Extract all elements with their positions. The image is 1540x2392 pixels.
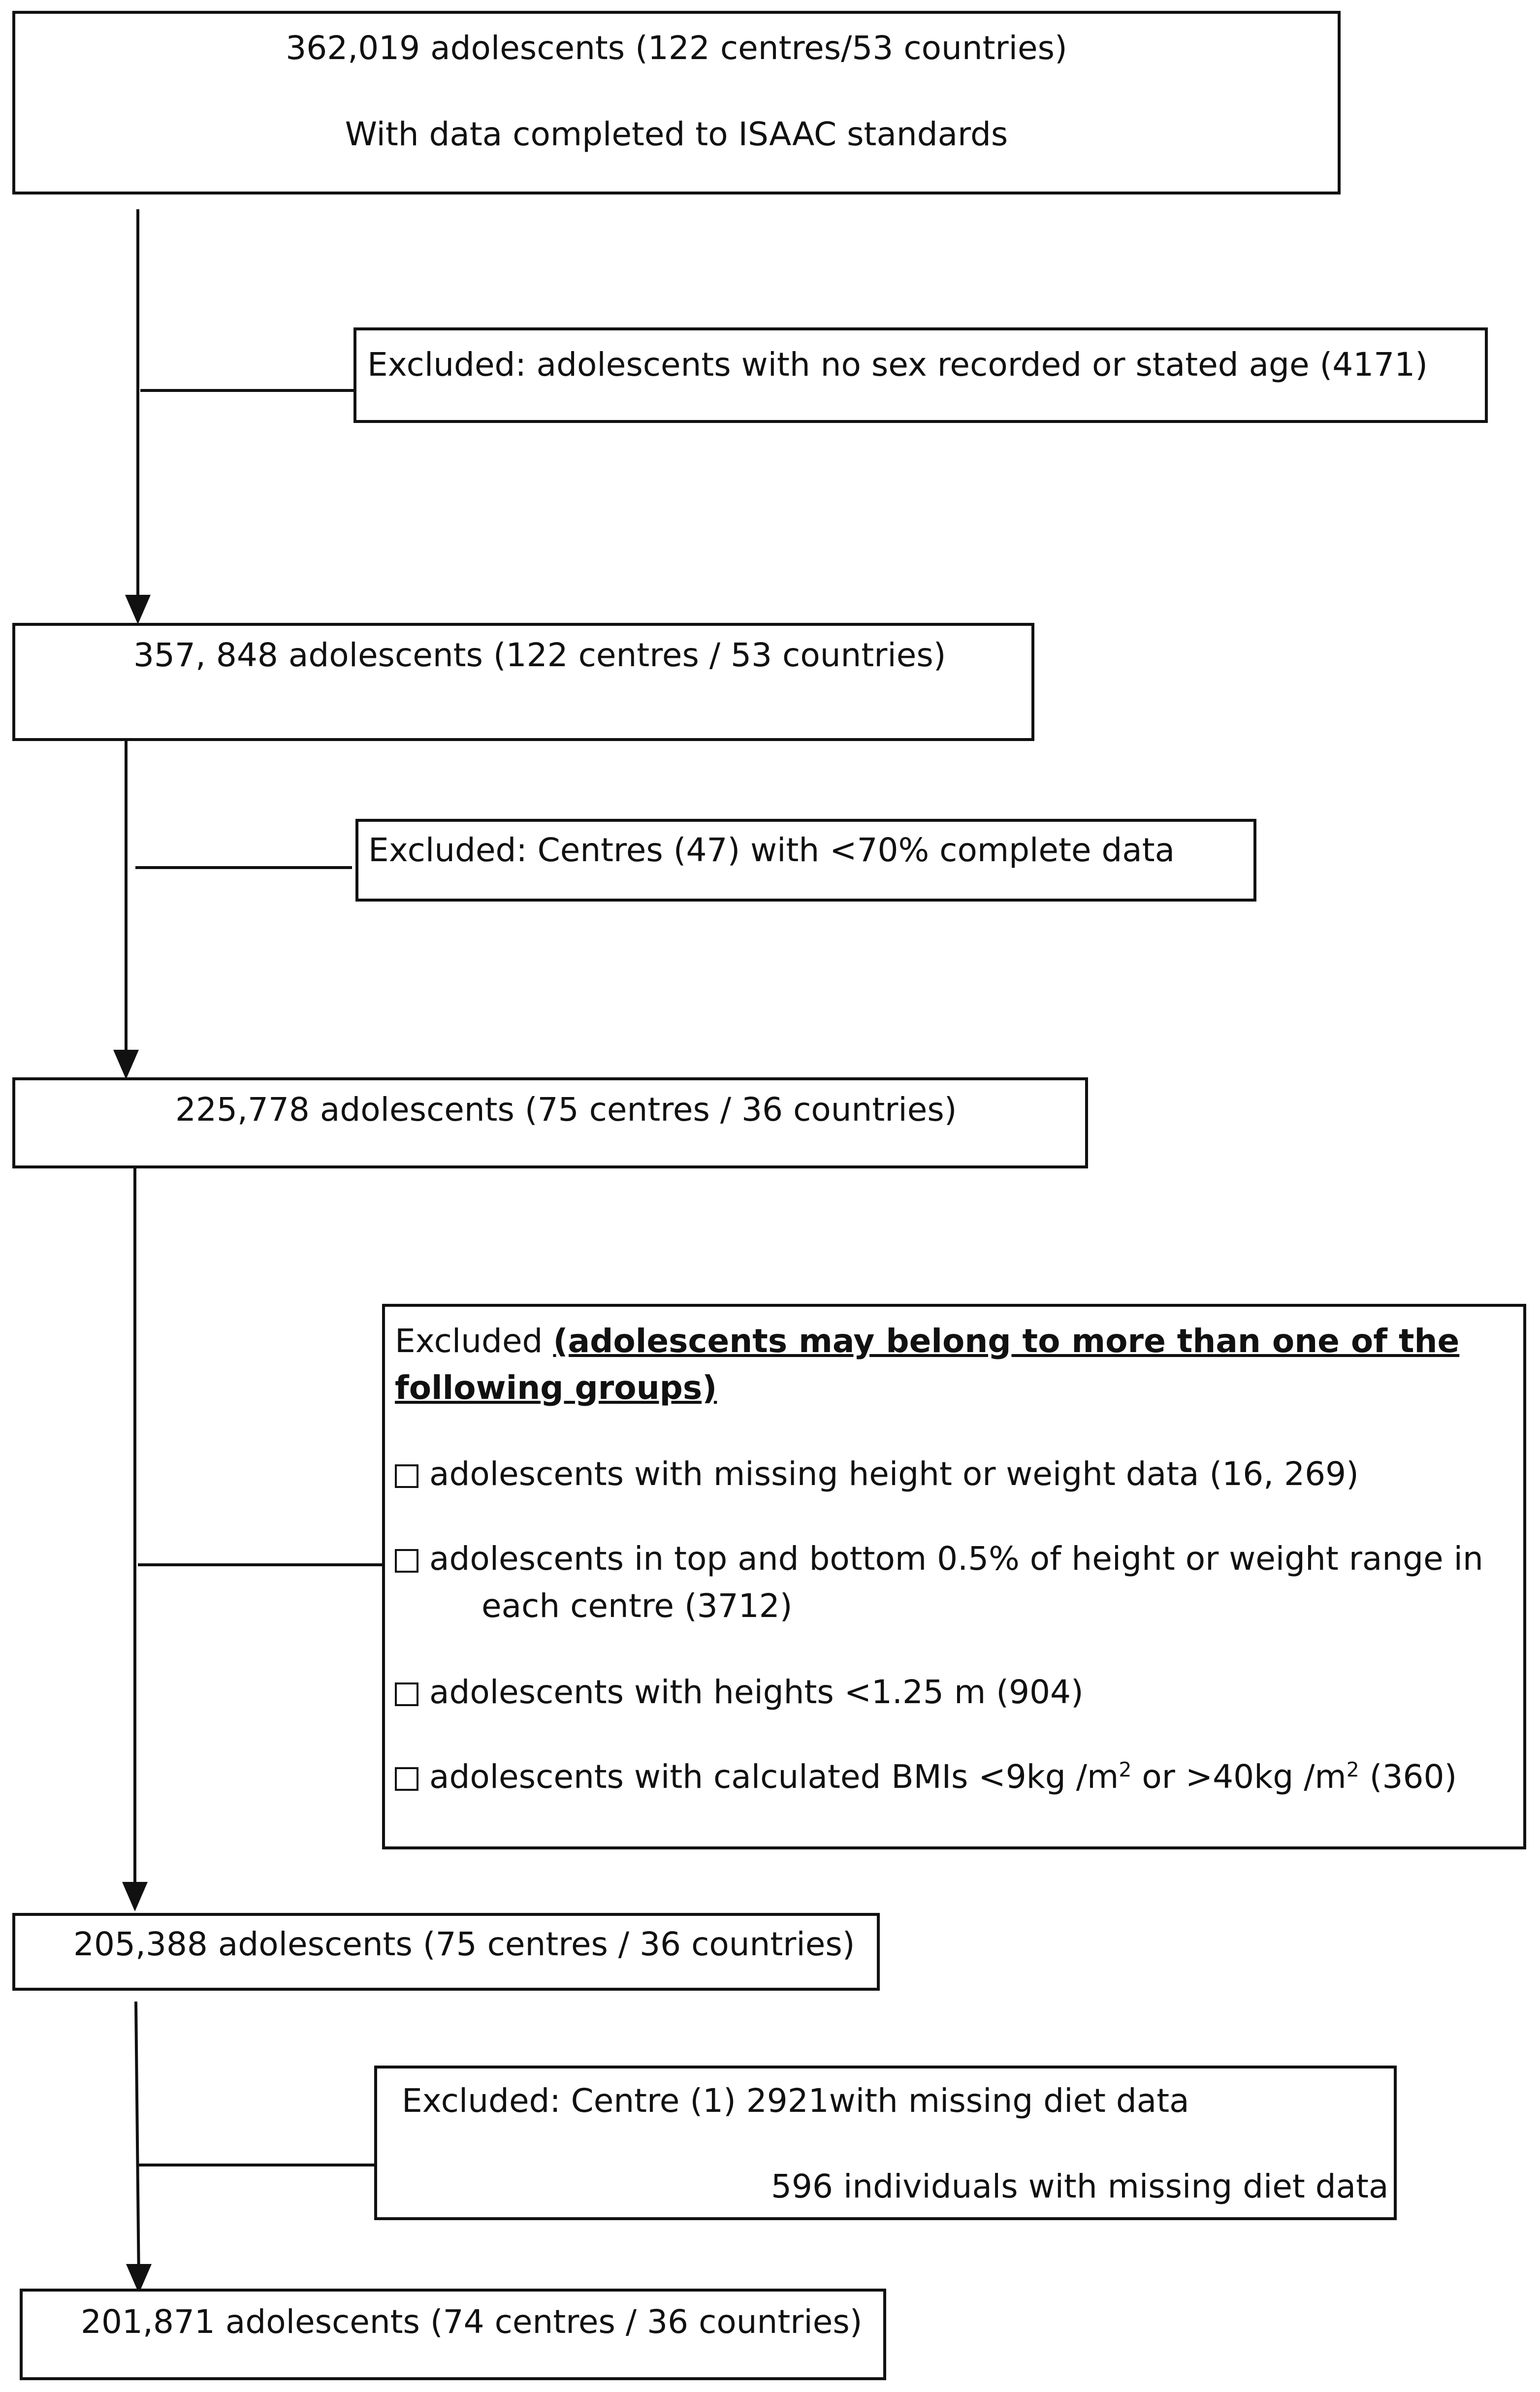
exclusion3-item-text: adolescents with heights <1.25 m (904): [429, 1673, 1084, 1711]
exclusion4-line2: 596 individuals with missing diet data: [771, 2167, 1389, 2205]
superscript: 2: [1119, 1758, 1132, 1781]
stage2-box: 357, 848 adolescents (122 centres / 53 c…: [12, 623, 1034, 741]
exclusion3-item: adolescents with heights <1.25 m (904): [395, 1673, 1084, 1712]
checkbox-icon: [395, 1549, 418, 1573]
checkbox-icon: [395, 1464, 418, 1488]
arrowhead-3: [122, 1882, 148, 1911]
exclusion3-heading-line1: (adolescents may belong to more than one…: [553, 1322, 1460, 1360]
stage1-count: 362,019 adolescents (122 centres/53 coun…: [286, 29, 1067, 67]
arrowhead-4: [126, 2264, 152, 2294]
exclusion3-item: adolescents with calculated BMIs <9kg /m…: [395, 1757, 1457, 1796]
stage1-note: With data completed to ISAAC standards: [345, 115, 1008, 153]
arrowhead-1: [125, 595, 151, 624]
stage3-text: 225,778 adolescents (75 centres / 36 cou…: [175, 1091, 957, 1129]
exclusion3-item-text: adolescents with missing height or weigh…: [429, 1455, 1359, 1493]
stage3-box: 225,778 adolescents (75 centres / 36 cou…: [12, 1077, 1088, 1168]
stage2-text: 357, 848 adolescents (122 centres / 53 c…: [133, 636, 946, 674]
exclusion3-prefix: Excluded: [395, 1322, 553, 1360]
exclusion3-heading: Excluded (adolescents may belong to more…: [395, 1322, 1459, 1360]
exclusion3-item-text-b: or >40kg /m: [1131, 1758, 1347, 1796]
exclusion3-heading-line2: following groups): [395, 1369, 717, 1407]
superscript: 2: [1346, 1758, 1359, 1781]
exclusion3-item-text-c: (360): [1359, 1758, 1457, 1796]
exclusion4-box: Excluded: Centre (1) 2921with missing di…: [374, 2066, 1397, 2220]
exclusion1-box: Excluded: adolescents with no sex record…: [353, 327, 1488, 423]
stage1-box: 362,019 adolescents (122 centres/53 coun…: [12, 11, 1341, 194]
exclusion3-item: adolescents with missing height or weigh…: [395, 1455, 1359, 1493]
arrow-stage4-to-stage5: [134, 2001, 140, 2283]
exclusion3-box: Excluded (adolescents may belong to more…: [382, 1304, 1526, 1849]
checkbox-icon: [395, 1682, 418, 1706]
exclusion1-text: Excluded: adolescents with no sex record…: [367, 346, 1428, 384]
stage4-text: 205,388 adolescents (75 centres / 36 cou…: [73, 1925, 855, 1963]
exclusion3-item: adolescents in top and bottom 0.5% of he…: [395, 1539, 1483, 1578]
exclusion3-item-text-a: adolescents with calculated BMIs <9kg /m: [429, 1758, 1119, 1796]
exclusion3-item-text: adolescents in top and bottom 0.5% of he…: [429, 1540, 1483, 1578]
exclusion2-text: Excluded: Centres (47) with <70% complet…: [368, 831, 1175, 869]
stage4-box: 205,388 adolescents (75 centres / 36 cou…: [12, 1913, 880, 1991]
exclusion4-line1: Excluded: Centre (1) 2921with missing di…: [402, 2082, 1189, 2120]
stage5-text: 201,871 adolescents (74 centres / 36 cou…: [81, 2303, 863, 2341]
exclusion3-item-continuation: each centre (3712): [481, 1587, 793, 1625]
arrowhead-2: [113, 1050, 139, 1079]
stage5-box: 201,871 adolescents (74 centres / 36 cou…: [20, 2289, 886, 2380]
exclusion2-box: Excluded: Centres (47) with <70% complet…: [355, 819, 1256, 902]
checkbox-icon: [395, 1767, 418, 1791]
